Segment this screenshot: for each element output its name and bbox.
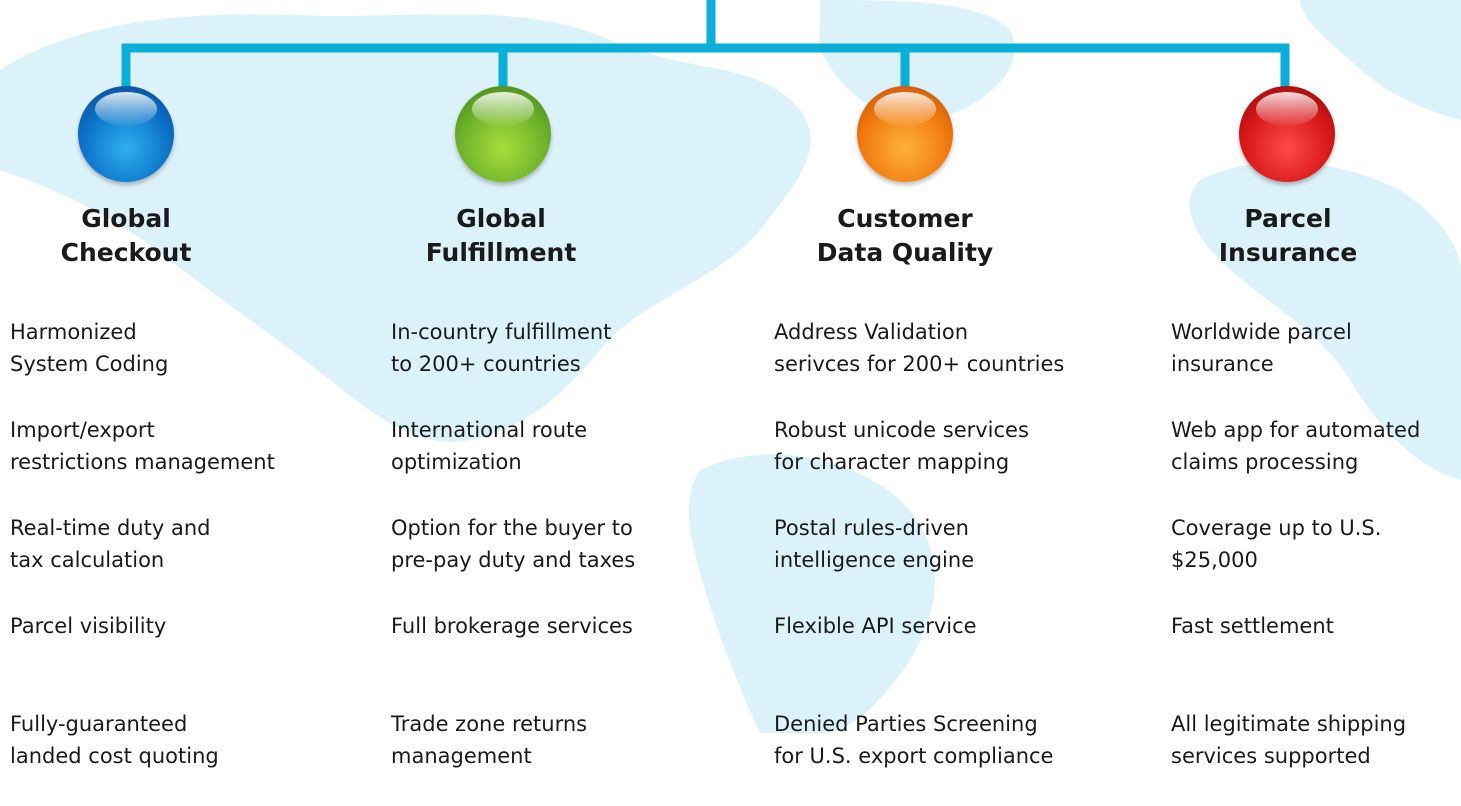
feature-line: Parcel visibility [10,614,167,638]
column-heading: Parcel Insurance [1158,202,1418,270]
south-america-shape [688,454,935,733]
feature-item: Import/export restrictions management [10,414,340,512]
heading-line: Parcel [1244,204,1332,233]
feature-line: tax calculation [10,548,165,572]
red-orb-icon [1239,86,1335,182]
feature-line: Coverage up to U.S. [1171,516,1382,540]
feature-item: Address Validation serivces for 200+ coun… [774,316,1104,414]
feature-item: Denied Parties Screening for U.S. export … [774,708,1104,806]
heading-line: Global [81,204,171,233]
feature-item: Flexible API service [774,610,1104,708]
feature-line: Address Validation [774,320,969,344]
feature-line: optimization [391,450,522,474]
feature-line: Flexible API service [774,614,977,638]
feature-item: In-country fulfillment to 200+ countries [391,316,721,414]
feature-line: Real-time duty and [10,516,211,540]
feature-item: Fully-guaranteed landed cost quoting [10,708,340,806]
feature-line: services supported [1171,744,1371,768]
feature-line: Full brokerage services [391,614,633,638]
feature-line: System Coding [10,352,169,376]
feature-item: Postal rules-driven intelligence engine [774,512,1104,610]
feature-line: management [391,744,532,768]
feature-line: Postal rules-driven [774,516,969,540]
feature-line: International route [391,418,588,442]
north-america-shape [0,14,811,442]
feature-line: pre-pay duty and taxes [391,548,636,572]
feature-line: Fully-guaranteed [10,712,188,736]
feature-line: Robust unicode services [774,418,1029,442]
world-map-background [0,0,1461,733]
feature-line: Trade zone returns [391,712,588,736]
feature-item: Parcel visibility [10,610,340,708]
europe-top-shape [1300,0,1461,120]
feature-item: International route optimization [391,414,721,512]
feature-line: $25,000 [1171,548,1258,572]
greenland-shape [820,0,1015,121]
feature-item: Real-time duty and tax calculation [10,512,340,610]
heading-line: Data Quality [816,238,994,267]
feature-item: Coverage up to U.S. $25,000 [1171,512,1461,610]
feature-item: Option for the buyer to pre-pay duty and … [391,512,721,610]
feature-item: All legitimate shipping services supporte… [1171,708,1461,806]
feature-item: Worldwide parcel insurance [1171,316,1461,414]
column-customer-data-quality: Customer Data Quality Address Validation… [774,0,1104,768]
feature-item: Web app for automated claims processing [1171,414,1461,512]
feature-line: Web app for automated [1171,418,1421,442]
heading-line: Global [456,204,546,233]
feature-line: Option for the buyer to [391,516,633,540]
column-heading: Global Checkout [0,202,256,270]
feature-line: In-country fulfillment [391,320,612,344]
feature-line: restrictions management [10,450,275,474]
feature-line: Worldwide parcel [1171,320,1352,344]
feature-line: Denied Parties Screening [774,712,1038,736]
feature-line: landed cost quoting [10,744,219,768]
feature-line: for character mapping [774,450,1010,474]
feature-item: Full brokerage services [391,610,721,708]
feature-item: Fast settlement [1171,610,1461,708]
blue-orb-icon [78,86,174,182]
heading-line: Checkout [60,238,192,267]
column-heading: Customer Data Quality [775,202,1035,270]
column-parcel-insurance: Parcel Insurance Worldwide parcel insuran… [1171,0,1461,768]
africa-europe-shape [1189,161,1461,480]
feature-line: Fast settlement [1171,614,1334,638]
column-global-fulfillment: Global Fulfillment In-country fulfillmen… [391,0,721,768]
feature-item: Robust unicode services for character map… [774,414,1104,512]
heading-line: Fulfillment [425,238,577,267]
feature-line: for U.S. export compliance [774,744,1054,768]
feature-line: Harmonized [10,320,137,344]
feature-line: claims processing [1171,450,1359,474]
feature-line: All legitimate shipping [1171,712,1407,736]
orange-orb-icon [857,86,953,182]
heading-line: Insurance [1218,238,1358,267]
feature-line: to 200+ countries [391,352,581,376]
heading-line: Customer [837,204,973,233]
column-heading: Global Fulfillment [371,202,631,270]
feature-line: serivces for 200+ countries [774,352,1065,376]
feature-line: Import/export [10,418,155,442]
green-orb-icon [455,86,551,182]
feature-item: Trade zone returns management [391,708,721,806]
feature-line: insurance [1171,352,1274,376]
feature-line: intelligence engine [774,548,975,572]
